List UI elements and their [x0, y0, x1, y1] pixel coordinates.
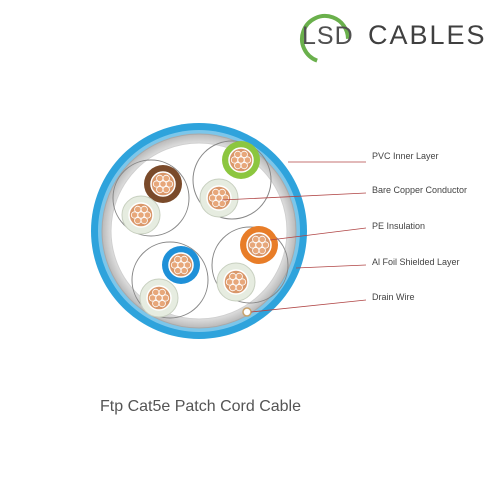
logo-cables-text: CABLES	[368, 20, 487, 50]
conductor-orange-strand	[258, 235, 266, 243]
conductor-brown-strand	[152, 180, 161, 188]
callout-pe-insulation: PE Insulation	[372, 221, 426, 231]
conductor-white-orange-strand	[229, 284, 237, 292]
conductor-brown-strand	[156, 186, 164, 194]
conductor-blue-strand	[174, 267, 182, 275]
logo-lsd-text: LSD	[302, 22, 354, 50]
conductor-white-brown-strand	[143, 211, 152, 219]
callout-line-copper	[221, 192, 367, 201]
pair-outline-green	[192, 140, 272, 220]
conductor-brown-strand	[162, 186, 170, 194]
conductor-green-strand	[234, 162, 242, 170]
callout-bare-copper-conductor: Bare Copper Conductor	[372, 185, 468, 195]
conductor-brown	[144, 165, 182, 203]
conductor-white-blue-strand	[148, 294, 157, 302]
conductor-blue	[162, 246, 200, 284]
conductor-green-strand	[243, 156, 252, 164]
callout-al-foil-shielded-layer: Al Foil Shielded Layer	[372, 257, 460, 267]
conductor-white-brown-strand	[140, 217, 148, 225]
callout-drain-wire: Drain Wire	[372, 292, 415, 302]
logo-ring-icon	[300, 14, 350, 64]
diagram-caption: Ftp Cat5e Patch Cord Cable	[100, 398, 301, 415]
conductor-white-blue-strand	[161, 294, 170, 302]
conductor-white-orange	[216, 262, 256, 302]
conductor-blue-strand	[180, 267, 188, 275]
conductor-orange-strand	[248, 241, 257, 249]
conductor-white-brown-strand	[134, 205, 142, 213]
conductor-white-orange-strand	[235, 284, 243, 292]
conductor-green	[222, 141, 260, 179]
conductor-white-brown-strand	[140, 205, 148, 213]
conductor-white-green-strand	[218, 188, 226, 196]
conductor-white-brown	[121, 195, 161, 235]
conductor-orange-strand	[252, 247, 260, 255]
drain-wire	[242, 307, 252, 317]
conductor-white-blue	[139, 278, 179, 318]
conductor-orange-strand	[252, 235, 260, 243]
conductor-white-orange-strand	[225, 278, 234, 286]
callout-line-pe	[269, 227, 367, 241]
conductor-white-green-strand	[212, 188, 220, 196]
conductor-brown-strand	[162, 174, 170, 182]
pair-outline-brown	[112, 159, 190, 237]
pair-outline-orange	[211, 226, 289, 304]
callout-line-drain	[250, 299, 367, 313]
conductor-orange	[240, 226, 278, 264]
conductor-white-blue-strand	[152, 300, 160, 308]
callout-pvc-inner-layer: PVC Inner Layer	[372, 151, 439, 161]
conductor-white-green	[199, 178, 239, 218]
conductor-brown-strand	[156, 174, 164, 182]
pair-outline-blue	[131, 241, 209, 319]
conductor-brown-strand	[165, 180, 174, 188]
conductor-white-green-strand	[212, 200, 220, 208]
conductor-white-green-strand	[218, 200, 226, 208]
conductor-white-blue-strand	[158, 288, 166, 296]
conductor-white-blue-strand	[152, 288, 160, 296]
conductor-green-strand	[240, 162, 248, 170]
conductor-white-orange-strand	[235, 272, 243, 280]
conductor-white-orange-strand	[229, 272, 237, 280]
conductor-blue-strand	[180, 255, 188, 263]
conductor-white-orange-strand	[238, 278, 247, 286]
conductor-white-brown-strand	[130, 211, 139, 219]
conductor-green-strand	[234, 150, 242, 158]
callout-line-foil	[295, 264, 367, 269]
conductor-blue-strand	[174, 255, 182, 263]
conductor-green-strand	[230, 156, 239, 164]
conductor-orange-strand	[258, 247, 266, 255]
conductor-white-brown-strand	[134, 217, 142, 225]
conductor-blue-strand	[183, 261, 192, 269]
conductor-green-strand	[240, 150, 248, 158]
conductor-orange-strand	[261, 241, 270, 249]
conductor-white-green-strand	[208, 194, 217, 202]
conductor-blue-strand	[170, 261, 179, 269]
conductor-white-blue-strand	[158, 300, 166, 308]
